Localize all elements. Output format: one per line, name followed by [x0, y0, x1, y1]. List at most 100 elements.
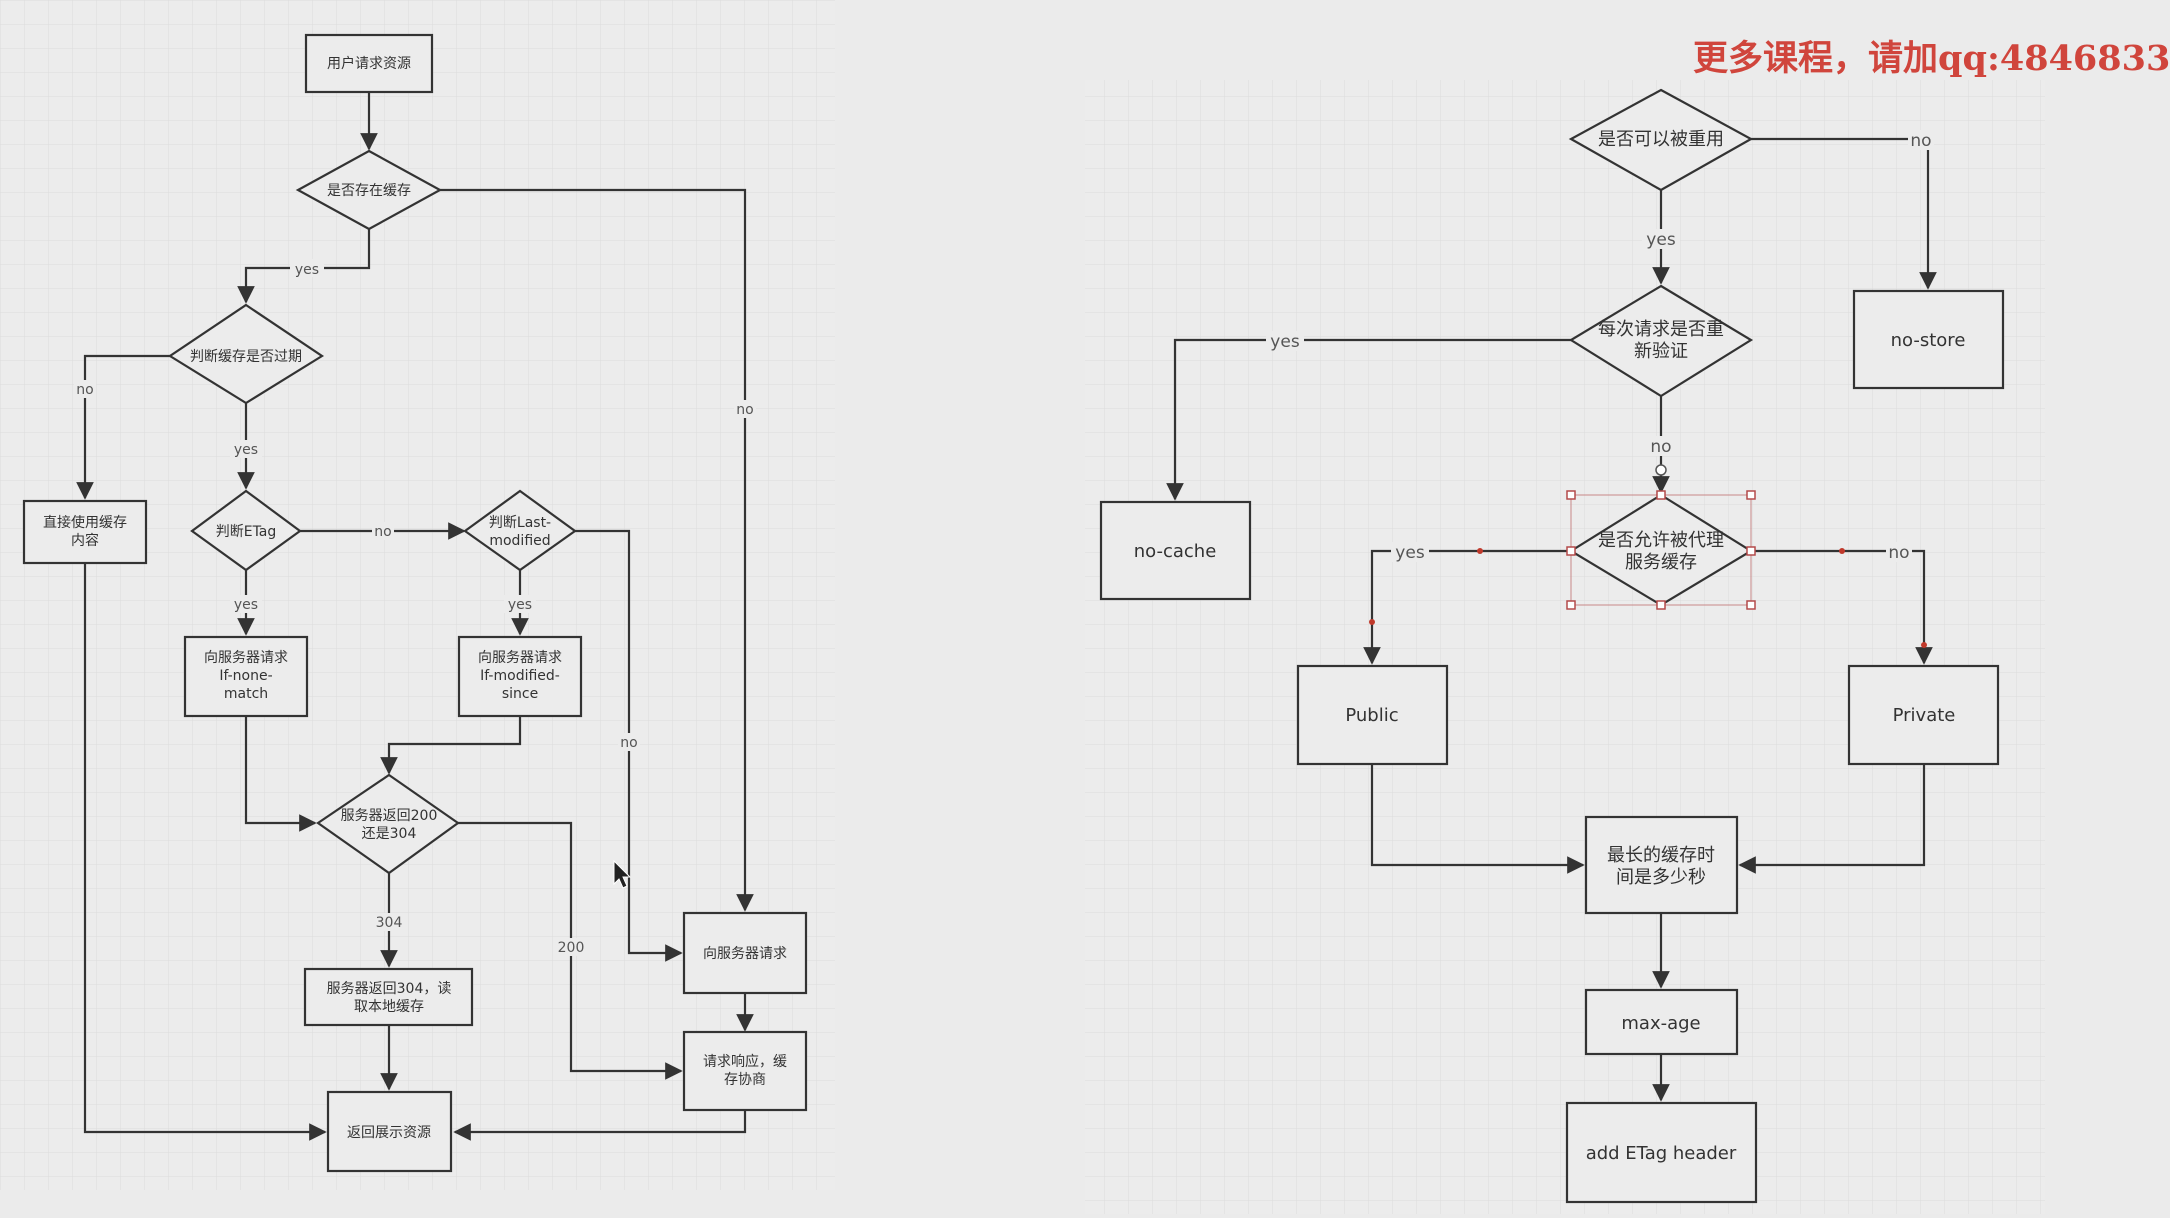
label-yes: yes — [234, 442, 258, 458]
edge-expired-no — [76, 354, 170, 500]
svg-text:add ETag header: add ETag header — [1586, 1143, 1737, 1164]
node-no-cache: no-cache — [1099, 500, 1252, 601]
svg-text:判断ETag: 判断ETag — [216, 524, 277, 540]
svg-text:If-none-: If-none- — [219, 668, 272, 684]
svg-text:取本地缓存: 取本地缓存 — [354, 999, 424, 1015]
svg-text:no-store: no-store — [1891, 330, 1966, 351]
svg-text:modified: modified — [489, 533, 550, 549]
svg-text:内容: 内容 — [71, 532, 99, 549]
edge-proxy-yes — [1363, 549, 1571, 665]
svg-text:向服务器请求: 向服务器请求 — [703, 946, 787, 962]
node-response-cache-negotiation: 请求响应，缓 存协商 — [682, 1030, 808, 1112]
svg-text:Public: Public — [1345, 705, 1398, 726]
node-user-request-resource: 用户请求资源 — [304, 33, 434, 94]
label-yes: yes — [1395, 543, 1425, 563]
label-no: no — [1650, 437, 1671, 457]
resize-handle[interactable] — [1746, 600, 1756, 610]
resize-handle[interactable] — [1566, 546, 1576, 556]
svg-text:max-age: max-age — [1621, 1013, 1700, 1034]
node-is-reusable: 是否可以被重用 — [1568, 88, 1754, 192]
svg-text:服务器返回304，读: 服务器返回304，读 — [327, 980, 452, 997]
label-no: no — [1888, 543, 1909, 563]
watermark-text: 更多课程，请加qq:4846833 — [1693, 38, 2170, 79]
connection-dot — [1477, 548, 1483, 554]
svg-text:存协商: 存协商 — [724, 1072, 766, 1088]
svg-text:Private: Private — [1893, 705, 1956, 726]
edge-public-to-max-time — [1370, 764, 1585, 874]
mouse-cursor-icon — [613, 859, 632, 889]
svg-text:是否存在缓存: 是否存在缓存 — [327, 183, 411, 199]
svg-text:最长的缓存时: 最长的缓存时 — [1607, 845, 1715, 866]
node-request-server: 向服务器请求 — [682, 911, 808, 995]
resize-handle[interactable] — [1566, 600, 1576, 610]
node-etag-check: 判断ETag — [190, 489, 302, 572]
label-no: no — [374, 524, 391, 540]
connection-dot — [1921, 642, 1927, 648]
svg-text:判断缓存是否过期: 判断缓存是否过期 — [190, 349, 302, 365]
edge-inm-to-server — [244, 716, 317, 832]
label-yes: yes — [234, 597, 258, 613]
svg-text:是否可以被重用: 是否可以被重用 — [1598, 129, 1724, 150]
svg-text:返回展示资源: 返回展示资源 — [347, 1125, 431, 1141]
resize-handle[interactable] — [1656, 600, 1666, 610]
svg-text:判断Last-: 判断Last- — [489, 515, 551, 531]
svg-text:match: match — [224, 686, 268, 702]
label-no: no — [620, 735, 637, 751]
svg-text:用户请求资源: 用户请求资源 — [327, 55, 411, 72]
node-last-modified-check: 判断Last- modified — [463, 489, 577, 572]
resize-handle[interactable] — [1746, 546, 1756, 556]
resize-handle[interactable] — [1656, 490, 1666, 500]
edge-use-cache-to-return — [83, 563, 327, 1141]
resize-handle[interactable] — [1746, 490, 1756, 500]
label-304: 304 — [376, 915, 403, 931]
right-grid — [1085, 80, 2045, 1214]
node-add-etag-header: add ETag header — [1565, 1101, 1758, 1204]
label-yes: yes — [295, 262, 319, 278]
label-yes: yes — [1646, 230, 1676, 250]
label-no: no — [736, 402, 753, 418]
node-revalidate-each-request: 每次请求是否重 新验证 — [1568, 284, 1754, 398]
svg-text:还是304: 还是304 — [362, 826, 417, 842]
node-cache-exists: 是否存在缓存 — [295, 149, 443, 231]
node-return-resource: 返回展示资源 — [326, 1090, 453, 1173]
svg-text:服务缓存: 服务缓存 — [1625, 552, 1697, 573]
edge-revalidate-yes — [1166, 338, 1571, 501]
svg-text:since: since — [502, 686, 538, 702]
node-cache-expired: 判断缓存是否过期 — [167, 303, 325, 405]
label-200: 200 — [558, 940, 585, 956]
node-max-cache-time: 最长的缓存时 间是多少秒 — [1584, 815, 1739, 915]
node-request-if-modified-since: 向服务器请求 If-modified- since — [457, 635, 583, 718]
svg-text:服务器返回200: 服务器返回200 — [341, 808, 438, 824]
svg-text:请求响应，缓: 请求响应，缓 — [703, 1053, 787, 1070]
svg-text:是否允许被代理: 是否允许被代理 — [1598, 530, 1724, 551]
right-flowchart: no yes yes no yes no 是否可以被重用 每次请求是否重 新验证… — [1099, 88, 2005, 1204]
node-use-cache-directly: 直接使用缓存 内容 — [22, 499, 148, 565]
node-max-age: max-age — [1584, 988, 1739, 1056]
edge-private-to-max-time — [1738, 764, 1926, 874]
left-flowchart: yes no no yes yes no yes no 304 200 用户请求… — [22, 33, 808, 1173]
label-no: no — [1910, 131, 1931, 151]
node-server-returns-304: 服务器返回304，读 取本地缓存 — [303, 967, 474, 1027]
svg-text:向服务器请求: 向服务器请求 — [478, 650, 562, 666]
node-request-if-none-match: 向服务器请求 If-none- match — [183, 635, 309, 718]
label-yes: yes — [508, 597, 532, 613]
label-no: no — [76, 382, 93, 398]
svg-text:no-cache: no-cache — [1134, 541, 1217, 562]
edge-ims-to-server — [380, 716, 522, 775]
label-yes: yes — [1270, 332, 1300, 352]
resize-handle[interactable] — [1566, 490, 1576, 500]
connection-dot — [1369, 619, 1375, 625]
connection-dot — [1839, 548, 1845, 554]
selection-box[interactable] — [1566, 464, 1756, 610]
node-private: Private — [1847, 664, 2000, 766]
svg-text:每次请求是否重: 每次请求是否重 — [1598, 319, 1724, 340]
svg-text:直接使用缓存: 直接使用缓存 — [43, 514, 127, 531]
edge-proxy-no — [1751, 549, 1933, 665]
rotate-handle[interactable] — [1655, 464, 1667, 476]
node-allow-proxy-cache: 是否允许被代理 服务缓存 — [1568, 493, 1754, 607]
edge-has-cache-no — [440, 188, 754, 912]
node-no-store: no-store — [1852, 289, 2005, 390]
edge-response-to-return — [453, 1110, 747, 1141]
